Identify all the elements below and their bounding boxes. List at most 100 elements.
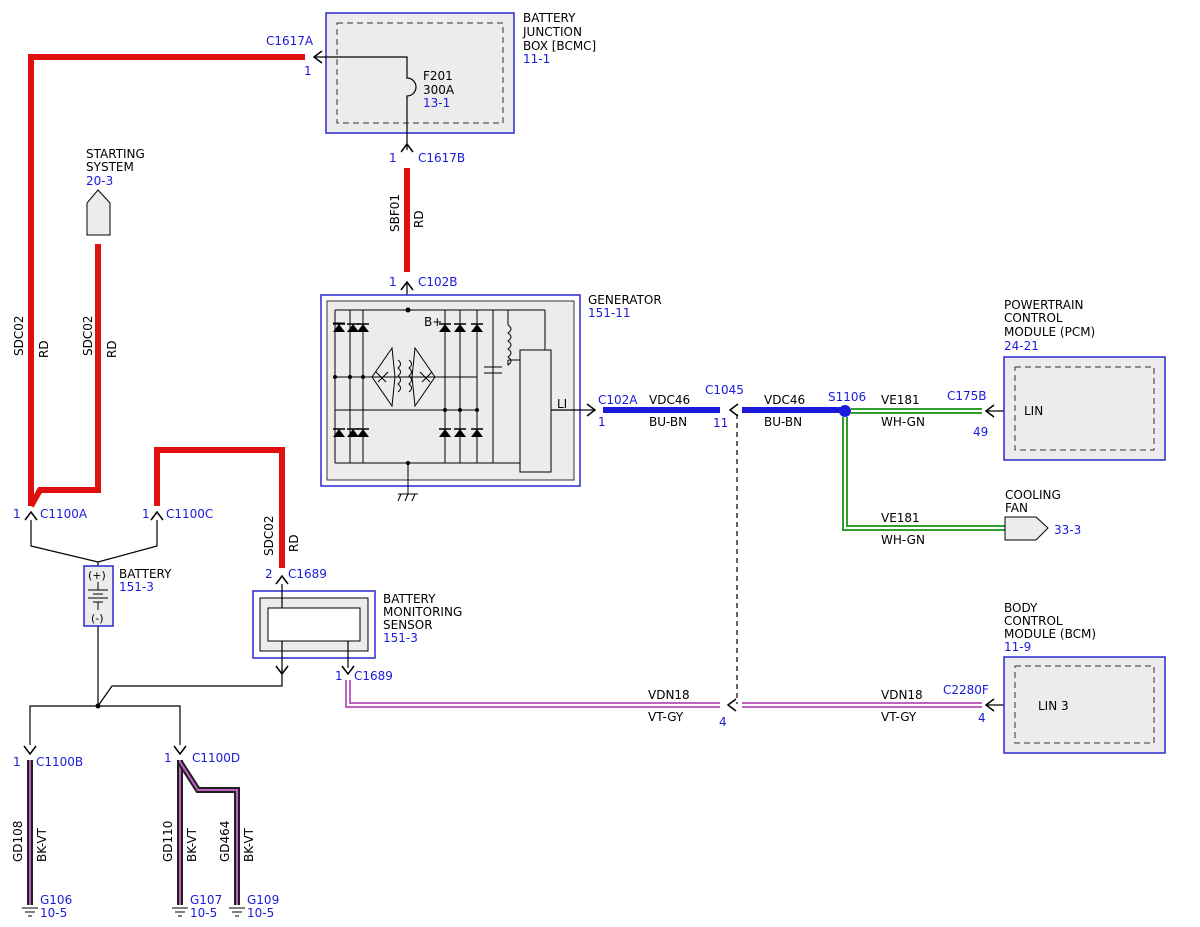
battery-plus: (+): [88, 569, 106, 582]
battery-minus: (-): [91, 612, 104, 625]
generator-title: GENERATOR: [588, 293, 662, 307]
bms-ref[interactable]: 151-3: [383, 631, 418, 645]
pcm-pin-label: LIN: [1024, 404, 1043, 418]
c1045-bottom-connector-icon: [726, 698, 737, 712]
c1689-bottom-label: C1689: [354, 669, 393, 683]
bjb-title-1: BATTERY: [523, 11, 576, 25]
bcm-module[interactable]: [1003, 656, 1166, 754]
starting-system-title-1: STARTING: [86, 147, 145, 161]
vdn18-left-circuit: VDN18: [648, 688, 690, 702]
c1689-bottom-connector-icon: [341, 665, 355, 676]
s1106-splice[interactable]: [839, 405, 851, 417]
vdn18-left-color: VT-GY: [648, 710, 684, 724]
generator[interactable]: [320, 294, 581, 502]
c1689-top-connector-icon: [275, 574, 289, 585]
battery-title: BATTERY: [119, 567, 172, 581]
sdc02-left-wire: [28, 54, 305, 506]
bcm-title-1: BODY: [1004, 601, 1038, 615]
battery[interactable]: [83, 565, 114, 627]
bcm-ref[interactable]: 11-9: [1004, 640, 1031, 654]
sdc02-right-circuit: SDC02: [262, 515, 276, 556]
bcm-pin-label: LIN 3: [1038, 699, 1069, 713]
sdc02-left-circuit: SDC02: [12, 315, 26, 356]
fuse-ref[interactable]: 13-1: [423, 96, 450, 110]
g106-ref[interactable]: 10-5: [40, 906, 67, 920]
c1689-top-pin: 2: [265, 567, 273, 581]
pcm-ref[interactable]: 24-21: [1004, 339, 1039, 353]
c1100a-pin: 1: [13, 507, 21, 521]
c102b-label: C102B: [418, 275, 458, 289]
c1100c-label: C1100C: [166, 507, 213, 521]
ve181-top-circuit: VE181: [881, 393, 920, 407]
g107-ref[interactable]: 10-5: [190, 906, 217, 920]
g107-label: G107: [190, 893, 222, 907]
pcm-title-3: MODULE (PCM): [1004, 325, 1095, 339]
fuse-rating: 300A: [423, 83, 455, 97]
c102b-pin: 1: [389, 275, 397, 289]
vdc46-left-circuit: VDC46: [649, 393, 690, 407]
c1689-bottom-pin: 1: [335, 669, 343, 683]
c1045-pin-bottom: 4: [719, 715, 727, 729]
c1617a-label: C1617A: [266, 34, 314, 48]
cooling-fan-connector[interactable]: [1004, 516, 1049, 541]
gd108-circuit: GD108: [11, 821, 25, 862]
generator-bplus: B+: [424, 315, 442, 329]
battery-ref[interactable]: 151-3: [119, 580, 154, 594]
sdc02-left-color: RD: [37, 340, 51, 358]
fuse-f201: [315, 56, 417, 150]
bcm-title-3: MODULE (BCM): [1004, 627, 1096, 641]
vdn18-left-wire: [345, 680, 720, 708]
bms-title-2: MONITORING: [383, 605, 462, 619]
ve181-top-color: WH-GN: [881, 415, 925, 429]
c2280f-label: C2280F: [943, 683, 989, 697]
bjb-ref[interactable]: 11-1: [523, 52, 550, 66]
bms-title-1: BATTERY: [383, 592, 436, 606]
starting-system-ref[interactable]: 20-3: [86, 174, 113, 188]
starting-system-connector[interactable]: [86, 189, 111, 236]
s1106-label: S1106: [828, 390, 866, 404]
gd464-circuit: GD464: [218, 821, 232, 862]
sbf01-color: RD: [412, 210, 426, 228]
ve181-bottom-wire: [842, 417, 1005, 531]
starting-system-title-2: SYSTEM: [86, 160, 134, 174]
c2280f-pin: 4: [978, 711, 986, 725]
c1100a-connector-icon: [24, 510, 38, 521]
c1617b-label: C1617B: [418, 151, 465, 165]
battery-junction-box[interactable]: [325, 12, 515, 134]
g109-ref[interactable]: 10-5: [247, 906, 274, 920]
c1100a-label: C1100A: [40, 507, 88, 521]
sdc02-mid-circuit: SDC02: [81, 315, 95, 356]
bjb-title-3: BOX [BCMC]: [523, 39, 596, 53]
c1100b-label: C1100B: [36, 755, 83, 769]
c1617b-pin: 1: [389, 151, 397, 165]
g109-label: G109: [247, 893, 279, 907]
c1100b-connector-icon: [23, 745, 37, 756]
c1045-pin-top: 11: [713, 416, 728, 430]
pcm-title-2: CONTROL: [1004, 311, 1063, 325]
c1617a-pin: 1: [304, 64, 312, 78]
pcm-module[interactable]: [1003, 356, 1166, 461]
gd110-circuit: GD110: [161, 821, 175, 862]
c1100d-label: C1100D: [192, 751, 240, 765]
c102a-pin: 1: [598, 415, 606, 429]
generator-ref[interactable]: 151-11: [588, 306, 631, 320]
gd108-color: BK-VT: [35, 827, 49, 862]
ve181-bottom-circuit: VE181: [881, 511, 920, 525]
c1617a-connector-icon: [312, 50, 323, 64]
ground-symbols: [22, 907, 245, 917]
sbf01-circuit: SBF01: [388, 194, 402, 232]
generator-li: LI: [557, 397, 567, 411]
bcm-title-2: CONTROL: [1004, 614, 1063, 628]
sdc02-right-wire: [154, 447, 285, 568]
c1100c-connector-icon: [150, 510, 164, 521]
bms-bottom-left-connector-icon: [275, 665, 289, 676]
pcm-title-1: POWERTRAIN: [1004, 298, 1084, 312]
c102a-label: C102A: [598, 393, 638, 407]
fuse-id: F201: [423, 69, 453, 83]
battery-monitoring-sensor[interactable]: [252, 590, 376, 659]
c1100d-connector-icon: [173, 745, 187, 756]
cooling-fan-ref[interactable]: 33-3: [1054, 523, 1081, 537]
g106-label: G106: [40, 893, 72, 907]
